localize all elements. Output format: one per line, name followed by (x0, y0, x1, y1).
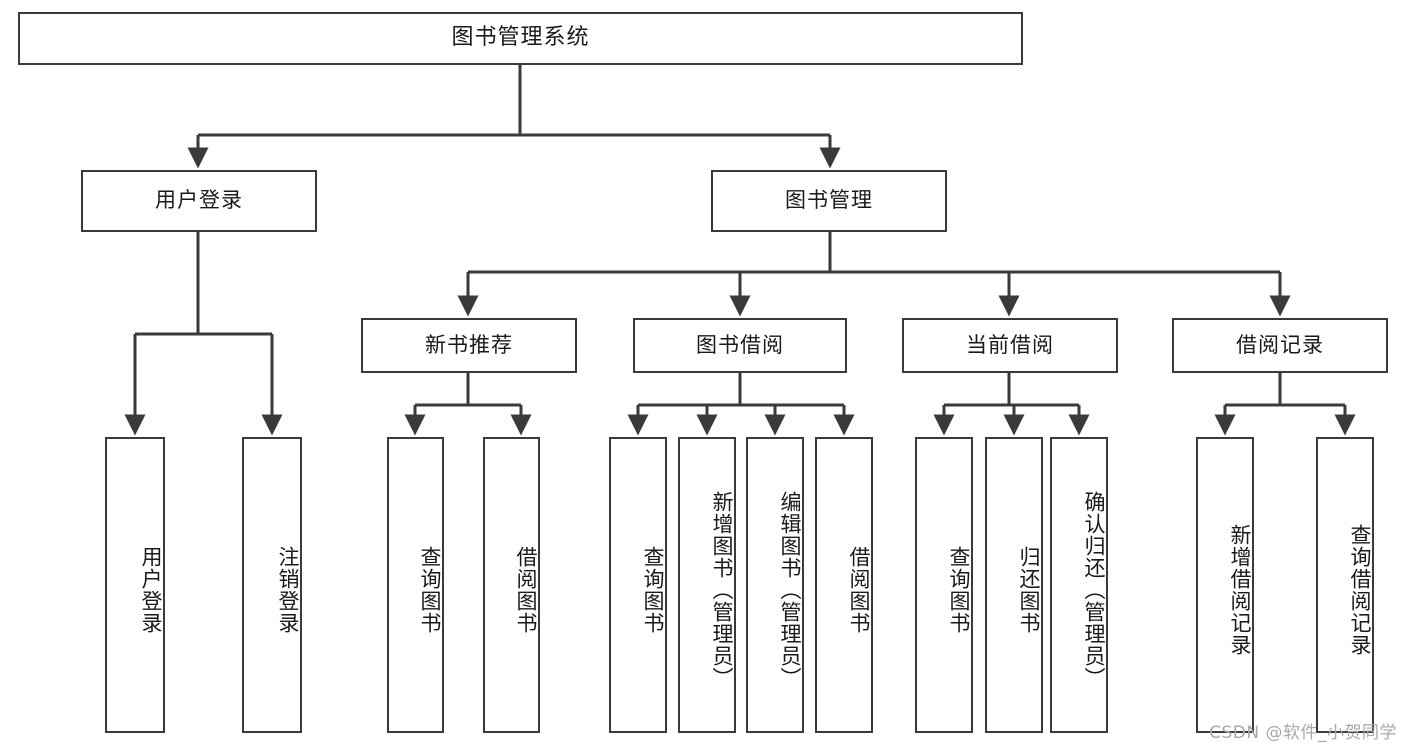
leaf-label: 注销登录 (276, 546, 300, 634)
csdn-watermark: CSDN @软件_小贺同学 (1209, 723, 1397, 743)
leaf-label: 确认归还（管理员） (1082, 491, 1106, 689)
leaf-book-borrow-borrow[interactable]: 借阅图书 (815, 437, 873, 733)
leaf-borrow-record-query[interactable]: 查询借阅记录 (1316, 437, 1374, 733)
leaf-book-borrow-add[interactable]: 新增图书（管理员） (678, 437, 736, 733)
leaf-new-book-query[interactable]: 查询图书 (387, 437, 444, 733)
node-new-book-recommend[interactable]: 新书推荐 (361, 318, 577, 373)
leaf-label: 归还图书 (1017, 546, 1041, 634)
leaf-label: 借阅图书 (847, 546, 871, 634)
leaf-label: 新增图书（管理员） (710, 491, 734, 689)
leaf-label: 查询借阅记录 (1348, 524, 1372, 656)
leaf-label: 新增借阅记录 (1228, 524, 1252, 656)
leaf-current-borrow-query[interactable]: 查询图书 (915, 437, 973, 733)
leaf-label: 借阅图书 (514, 546, 538, 634)
leaf-label: 查询图书 (947, 546, 971, 634)
leaf-book-borrow-query[interactable]: 查询图书 (609, 437, 667, 733)
node-book-management[interactable]: 图书管理 (711, 170, 947, 232)
leaf-current-borrow-confirm-return[interactable]: 确认归还（管理员） (1050, 437, 1108, 733)
leaf-borrow-record-add[interactable]: 新增借阅记录 (1196, 437, 1254, 733)
node-root-system[interactable]: 图书管理系统 (18, 12, 1023, 65)
leaf-user-login-login[interactable]: 用户登录 (105, 437, 165, 733)
leaf-label: 查询图书 (418, 546, 442, 634)
node-current-borrow[interactable]: 当前借阅 (902, 318, 1118, 373)
node-borrow-record[interactable]: 借阅记录 (1172, 318, 1388, 373)
leaf-label: 查询图书 (641, 546, 665, 634)
leaf-user-login-logout[interactable]: 注销登录 (242, 437, 302, 733)
node-user-login[interactable]: 用户登录 (81, 170, 317, 232)
leaf-book-borrow-edit[interactable]: 编辑图书（管理员） (746, 437, 804, 733)
leaf-label: 用户登录 (139, 546, 163, 634)
leaf-new-book-borrow[interactable]: 借阅图书 (483, 437, 540, 733)
leaf-label: 编辑图书（管理员） (778, 491, 802, 689)
leaf-current-borrow-return[interactable]: 归还图书 (985, 437, 1043, 733)
node-book-borrow[interactable]: 图书借阅 (633, 318, 847, 373)
